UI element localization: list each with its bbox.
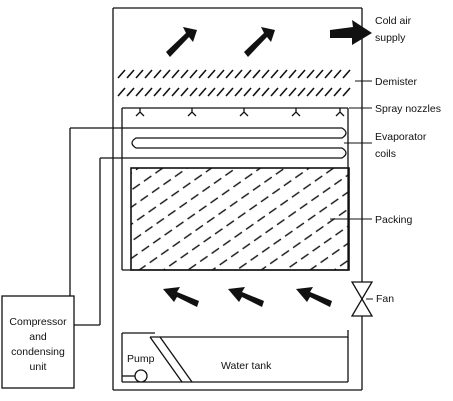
demister-blade <box>135 69 144 79</box>
demister-blade <box>117 87 126 97</box>
demister-label: Demister <box>375 76 418 88</box>
demister-blade <box>162 69 171 79</box>
demister-blade <box>180 69 189 79</box>
spray-nozzles-label: Spray nozzles <box>375 103 441 115</box>
demister-blade <box>126 69 135 79</box>
airflow-arrows-bottom <box>163 287 332 307</box>
demister-blade <box>243 69 252 79</box>
demister-blade <box>333 87 342 97</box>
demister-blade <box>189 69 198 79</box>
cooler-casing <box>112 7 363 391</box>
demister-blade <box>288 87 297 97</box>
demister-blade <box>180 87 189 97</box>
demister-blade <box>297 69 306 79</box>
spray-nozzle-icon <box>187 108 197 117</box>
demister-blade <box>297 87 306 97</box>
evaporator-coils-label: Evaporator <box>375 131 427 143</box>
fan-symbol <box>350 272 374 317</box>
compressor-unit <box>1 295 100 389</box>
demister-blade <box>306 69 315 79</box>
fan-icon <box>350 281 374 301</box>
demister-blade <box>171 87 180 97</box>
demister-blade <box>153 87 162 97</box>
demister-blade <box>342 87 351 97</box>
demister-blade <box>324 87 333 97</box>
cold-air-supply-label-line2: supply <box>375 32 406 44</box>
air-arrow-icon <box>163 287 199 307</box>
cold-air-supply-label: Cold air <box>375 15 412 27</box>
demister-blade <box>225 69 234 79</box>
demister-blade <box>216 87 225 97</box>
demister-blade <box>207 69 216 79</box>
spray-nozzles <box>135 108 345 117</box>
pump <box>122 369 148 383</box>
cold-air-supply-arrow-icon <box>330 20 372 45</box>
demister-blade <box>333 69 342 79</box>
demister-blade <box>306 87 315 97</box>
spray-nozzle-icon <box>135 108 145 117</box>
demister-blade <box>171 69 180 79</box>
fan-label: Fan <box>376 293 394 305</box>
demister-blade <box>144 69 153 79</box>
demister-blade <box>252 69 261 79</box>
demister-blade <box>261 69 270 79</box>
demister-blade <box>288 69 297 79</box>
demister-blade <box>315 87 324 97</box>
spray-nozzle-icon <box>239 108 249 117</box>
demister-blade <box>153 69 162 79</box>
compressor-label-line4: unit <box>30 361 47 373</box>
spray-nozzle-icon <box>291 108 301 117</box>
spray-nozzle-icon <box>335 108 345 117</box>
demister-blade <box>126 87 135 97</box>
water-tank-label: Water tank <box>221 360 272 372</box>
demister-blade <box>279 87 288 97</box>
air-arrow-icon <box>228 287 264 307</box>
demister-blade <box>198 87 207 97</box>
airflow-arrows-top <box>166 20 372 57</box>
demister-blade <box>216 69 225 79</box>
air-arrow-icon <box>166 27 197 57</box>
packing-label: Packing <box>375 214 413 226</box>
air-arrow-icon <box>244 27 275 57</box>
demister-blade <box>252 87 261 97</box>
demister-blade <box>144 87 153 97</box>
demister-blade <box>279 69 288 79</box>
water-tank <box>121 330 349 383</box>
demister-blade <box>198 69 207 79</box>
compressor-label-line1: Compressor <box>9 316 67 328</box>
evaporator-coils <box>69 127 347 325</box>
demister-blade <box>261 87 270 97</box>
demister-blade <box>315 69 324 79</box>
pump-label: Pump <box>127 353 155 365</box>
demister-blade <box>135 87 144 97</box>
demister-blade <box>225 87 234 97</box>
demister-blade <box>324 69 333 79</box>
demister-blade <box>207 87 216 97</box>
demister-blade <box>270 69 279 79</box>
demister <box>117 69 351 97</box>
demister-blade <box>243 87 252 97</box>
demister-blade <box>342 69 351 79</box>
label-leaders <box>330 80 373 300</box>
demister-blade <box>270 87 279 97</box>
compressor-label-line3: condensing <box>11 346 65 358</box>
demister-blade <box>117 69 126 79</box>
evaporator-coils-label-line2: coils <box>375 148 396 160</box>
air-arrow-icon <box>296 287 332 307</box>
compressor-label-line2: and <box>29 331 47 343</box>
pump-icon <box>134 369 148 383</box>
demister-blade <box>189 87 198 97</box>
demister-blade <box>162 87 171 97</box>
demister-blade <box>234 87 243 97</box>
packing-block <box>130 167 350 271</box>
demister-blade <box>234 69 243 79</box>
